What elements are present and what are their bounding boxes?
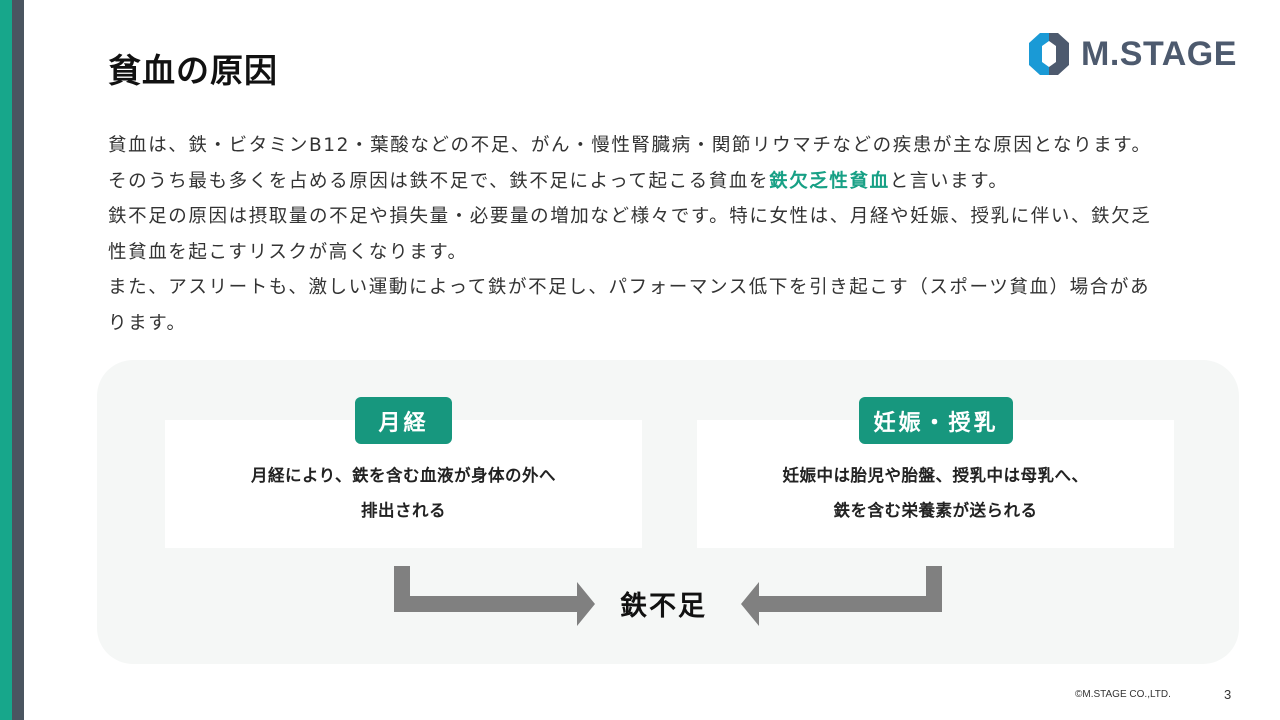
body-line: 鉄不足の原因は摂取量の不足や損失量・必要量の増加など様々です。特に女性は、月経や… (108, 206, 1152, 227)
page-number: 3 (1224, 687, 1232, 702)
card-description: 妊娠中は胎児や胎盤、授乳中は母乳へ、 鉄を含む栄養素が送られる (697, 458, 1174, 528)
left-accent-stripe (0, 0, 12, 720)
hexagon-logo-icon (1029, 33, 1069, 75)
highlight-term: 鉄欠乏性貧血 (769, 170, 890, 192)
body-text-segment: そのうち最も多くを占める原因は鉄不足で、鉄不足によって起こる貧血を (108, 170, 770, 192)
body-paragraph: 貧血は、鉄・ビタミンB12・葉酸などの不足、がん・慢性腎臓病・関節リウマチなどの… (108, 128, 1228, 341)
badge-menstruation: 月経 (355, 397, 452, 444)
left-dark-stripe (12, 0, 24, 720)
body-line: また、アスリートも、激しい運動によって鉄が不足し、パフォーマンス低下を引き起こす… (108, 277, 1151, 298)
slide-title: 貧血の原因 (108, 51, 278, 90)
result-label: 鉄不足 (620, 591, 707, 622)
badge-pregnancy: 妊娠・授乳 (859, 397, 1013, 444)
card-line: 鉄を含む栄養素が送られる (833, 501, 1038, 520)
card-line: 排出される (361, 501, 446, 520)
card-line: 月経により、鉄を含む血液が身体の外へ (250, 466, 556, 485)
card-description: 月経により、鉄を含む血液が身体の外へ 排出される (165, 458, 642, 528)
body-text-segment: と言います。 (889, 170, 1009, 192)
card-line: 妊娠中は胎児や胎盤、授乳中は母乳へ、 (782, 466, 1089, 485)
body-line: ります。 (108, 312, 187, 334)
body-line: 貧血は、鉄・ビタミンB12・葉酸などの不足、がん・慢性腎臓病・関節リウマチなどの… (108, 135, 1152, 156)
arrow-left-icon (741, 566, 942, 626)
logo-text: M.STAGE (1081, 34, 1237, 73)
body-line: 性貧血を起こすリスクが高くなります。 (108, 241, 468, 263)
body-line: そのうち最も多くを占める原因は鉄不足で、鉄不足によって起こる貧血を鉄欠乏性貧血と… (108, 164, 1228, 200)
arrow-right-icon (394, 566, 595, 626)
company-logo: M.STAGE (1027, 32, 1237, 76)
footer-copyright: ©M.STAGE CO.,LTD. (1075, 689, 1171, 700)
